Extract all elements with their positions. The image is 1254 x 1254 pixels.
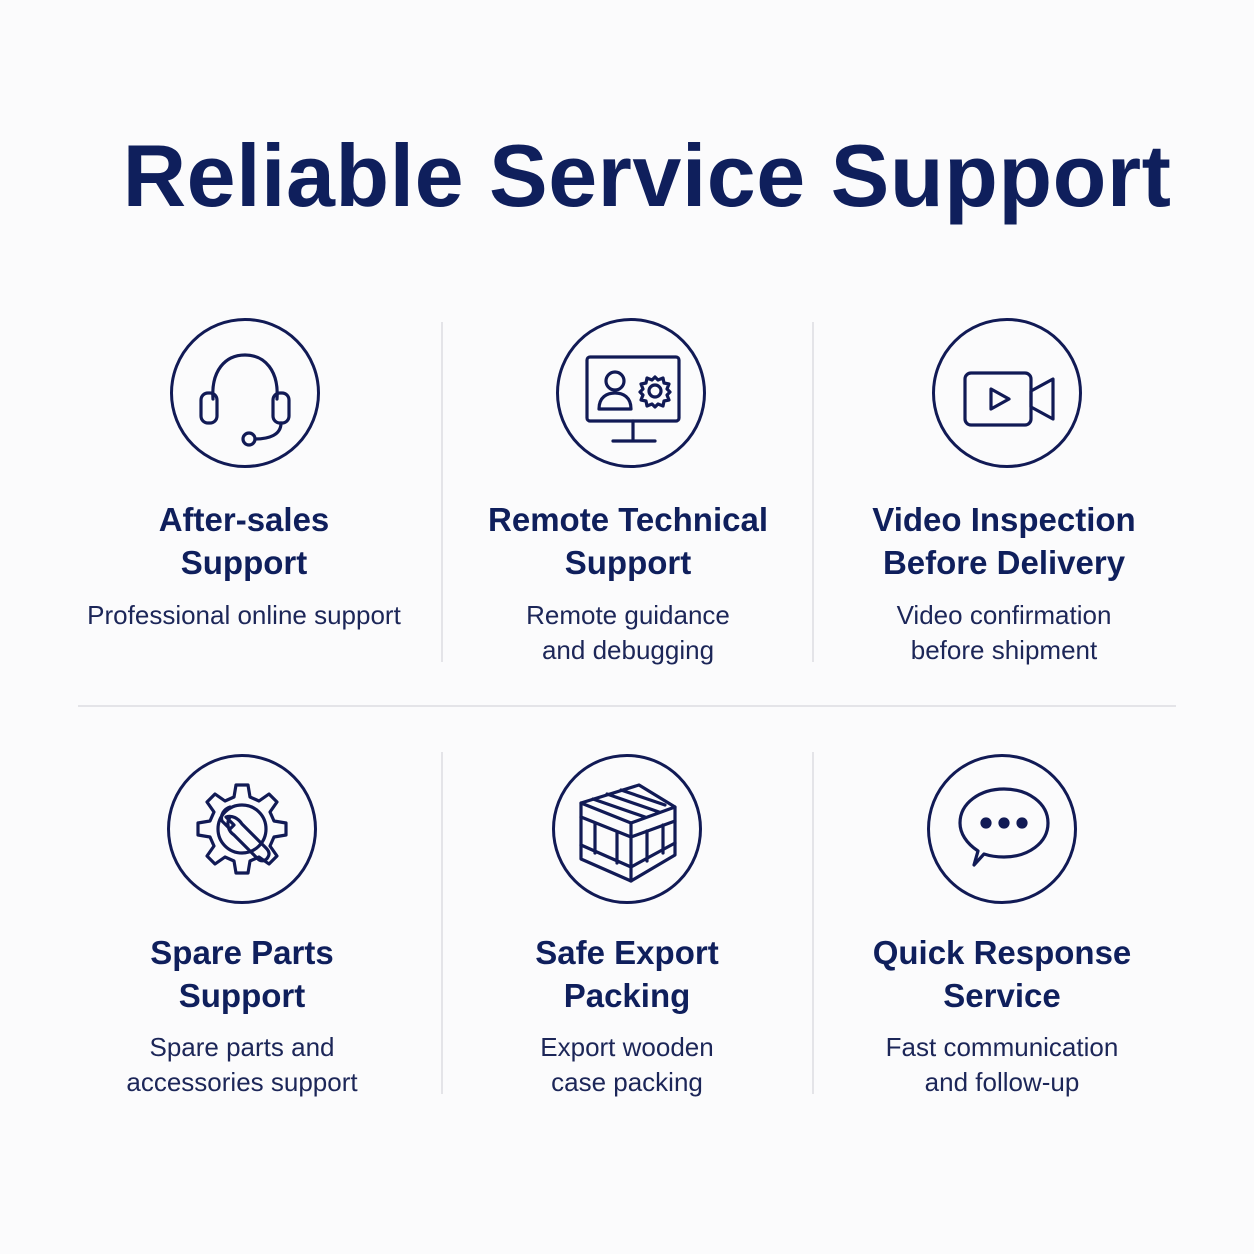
gear-wrench-icon xyxy=(167,754,317,904)
card-title: Spare Parts Support xyxy=(150,934,334,1014)
card-description: Spare parts and accessories support xyxy=(126,1032,358,1097)
card-description: Export wooden case packing xyxy=(540,1032,714,1097)
wooden-crate-icon xyxy=(552,754,702,904)
card-title: After-sales Support xyxy=(158,501,330,581)
column-divider xyxy=(812,752,814,1094)
card-title: Safe Export Packing xyxy=(535,934,719,1014)
card-description: Video confirmation before shipment xyxy=(896,600,1112,665)
column-divider xyxy=(441,752,443,1094)
video-camera-icon xyxy=(932,318,1082,468)
headset-icon xyxy=(170,318,320,468)
card-title: Quick Response Service xyxy=(872,934,1132,1014)
column-divider xyxy=(441,322,443,662)
card-title: Remote Technical Support xyxy=(488,501,768,581)
page-title: Reliable Service Support xyxy=(122,126,1172,225)
chat-bubble-icon xyxy=(927,754,1077,904)
card-description: Professional online support xyxy=(87,600,401,630)
monitor-user-gear-icon xyxy=(556,318,706,468)
row-divider xyxy=(78,705,1176,707)
card-description: Fast communication and follow-up xyxy=(885,1032,1119,1097)
card-description: Remote guidance and debugging xyxy=(526,600,730,665)
card-title: Video Inspection Before Delivery xyxy=(872,501,1136,581)
column-divider xyxy=(812,322,814,662)
